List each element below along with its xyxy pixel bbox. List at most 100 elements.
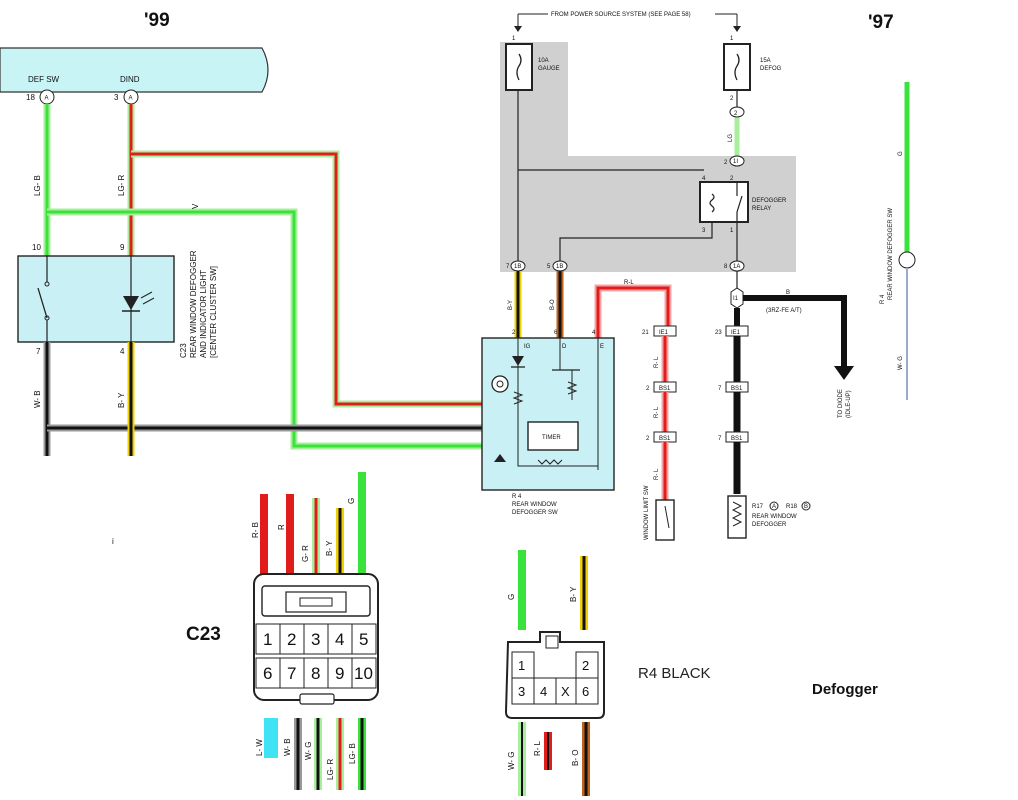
wire-b-diode: [743, 295, 847, 370]
svg-text:B-Y: B-Y: [508, 300, 514, 310]
year-97-label: '97: [868, 12, 894, 33]
connector-marker: [729, 106, 745, 118]
svg-text:5: 5: [547, 264, 551, 270]
r4-top-wires: [518, 550, 588, 630]
svg-text:R: R: [277, 524, 286, 530]
svg-text:2: 2: [646, 436, 650, 442]
svg-text:B- O: B- O: [571, 750, 580, 766]
c23-pin-cell: [303, 623, 329, 655]
svg-text:3: 3: [702, 228, 706, 234]
led-icon: [123, 296, 139, 310]
svg-text:R- B: R- B: [251, 522, 260, 538]
svg-text:REAR WINDOW: REAR WINDOW: [512, 502, 557, 508]
svg-text:G: G: [898, 151, 904, 156]
svg-text:REAR WINDOW DEFOGGER SW: REAR WINDOW DEFOGGER SW: [888, 208, 894, 300]
svg-text:2: 2: [512, 330, 516, 336]
svg-text:A: A: [772, 504, 776, 510]
arrow-down-icon: [514, 26, 522, 32]
c23-pin-10: 10: [32, 243, 41, 252]
timer-block: [527, 421, 579, 451]
c23-desc-1: REAR WINDOW DEFOGGER: [189, 250, 198, 358]
c23-wire-l-w: [264, 718, 278, 758]
svg-text:7: 7: [718, 436, 722, 442]
svg-text:DEFOGGER SW: DEFOGGER SW: [512, 510, 558, 516]
c23-pin-4: 4: [120, 347, 125, 356]
svg-text:2: 2: [730, 176, 734, 182]
svg-text:B-O: B-O: [550, 299, 556, 310]
connector-marker: [729, 155, 745, 167]
svg-text:L- W: L- W: [255, 739, 264, 756]
relay-coil-icon: [709, 193, 715, 213]
svg-text:6: 6: [263, 664, 272, 683]
year-99-label: '99: [144, 10, 170, 31]
wire-lg-r-branch: [131, 150, 500, 408]
svg-text:BS1: BS1: [731, 436, 743, 442]
svg-text:R- L: R- L: [533, 740, 542, 756]
svg-text:2: 2: [287, 630, 296, 649]
svg-text:8: 8: [724, 264, 728, 270]
svg-text:R-L: R-L: [624, 280, 634, 286]
svg-text:W- G: W- G: [898, 356, 904, 370]
svg-text:W- G: W- G: [304, 741, 313, 760]
wire-label-lg-b: LG- B: [33, 175, 42, 196]
svg-text:REAR WINDOW: REAR WINDOW: [752, 514, 797, 520]
svg-text:1B: 1B: [556, 264, 563, 270]
svg-text:B- Y: B- Y: [325, 540, 334, 556]
rear-window-defogger-element: [727, 495, 747, 539]
svg-text:B: B: [786, 290, 790, 296]
svg-text:BS1: BS1: [731, 386, 743, 392]
svg-text:G: G: [347, 498, 356, 504]
svg-text:1: 1: [512, 36, 516, 42]
r4-connector-title: R4 BLACK: [638, 665, 711, 682]
svg-text:X: X: [561, 684, 570, 699]
svg-text:1: 1: [263, 630, 272, 649]
c23-switch-box: [17, 255, 175, 343]
c23-bottom-wires: [264, 718, 366, 790]
c23-top-wires: [260, 472, 366, 574]
svg-text:15A: 15A: [760, 58, 771, 64]
svg-text:7: 7: [287, 664, 296, 683]
svg-text:23: 23: [715, 330, 722, 336]
c23-desc-3: [CENTER CLUSTER SW]: [209, 266, 218, 358]
svg-text:DEFOG: DEFOG: [760, 66, 782, 72]
svg-text:3: 3: [311, 630, 320, 649]
svg-text:R- L: R- L: [654, 356, 660, 368]
svg-text:2: 2: [734, 111, 738, 117]
svg-text:4: 4: [702, 176, 706, 182]
svg-text:6: 6: [582, 684, 589, 699]
pin-3-label: 3: [114, 93, 119, 102]
wire-label-w-b: W- B: [33, 390, 42, 408]
def-sw-label: DEF SW: [28, 75, 60, 84]
dind-label: DIND: [120, 75, 140, 84]
resistor-icon: [566, 381, 578, 395]
svg-text:4: 4: [540, 684, 547, 699]
svg-text:LG- B: LG- B: [348, 743, 357, 764]
svg-text:R17: R17: [752, 504, 764, 510]
svg-text:RELAY: RELAY: [752, 206, 771, 212]
window-limit-switch: [655, 499, 675, 541]
svg-text:R 4: R 4: [880, 294, 886, 304]
svg-text:7: 7: [506, 264, 510, 270]
c23-pin-cell: [255, 657, 281, 689]
svg-text:DEFOGGER: DEFOGGER: [752, 198, 787, 204]
svg-text:TO DIODE: TO DIODE: [838, 389, 844, 418]
svg-text:IG: IG: [524, 344, 531, 350]
svg-text:LG- R: LG- R: [326, 758, 335, 780]
svg-text:1: 1: [518, 658, 525, 673]
svg-text:A: A: [45, 96, 49, 102]
svg-text:2: 2: [724, 160, 728, 166]
defogger-relay: [699, 181, 749, 223]
c23-pin-grid: 1 2 3 4 5 6 7 8 9 10: [255, 623, 377, 689]
svg-text:I1: I1: [733, 296, 739, 302]
svg-text:2: 2: [582, 658, 589, 673]
stray-marker: i: [112, 537, 114, 546]
svg-text:5: 5: [359, 630, 368, 649]
svg-text:8: 8: [311, 664, 320, 683]
switch-contact-icon: [664, 505, 670, 529]
svg-text:B- Y: B- Y: [569, 586, 578, 602]
c23-pin-cell: [303, 657, 329, 689]
svg-text:R18: R18: [786, 504, 798, 510]
defogger-title: Defogger: [812, 681, 878, 698]
resistor-icon: [731, 501, 743, 527]
